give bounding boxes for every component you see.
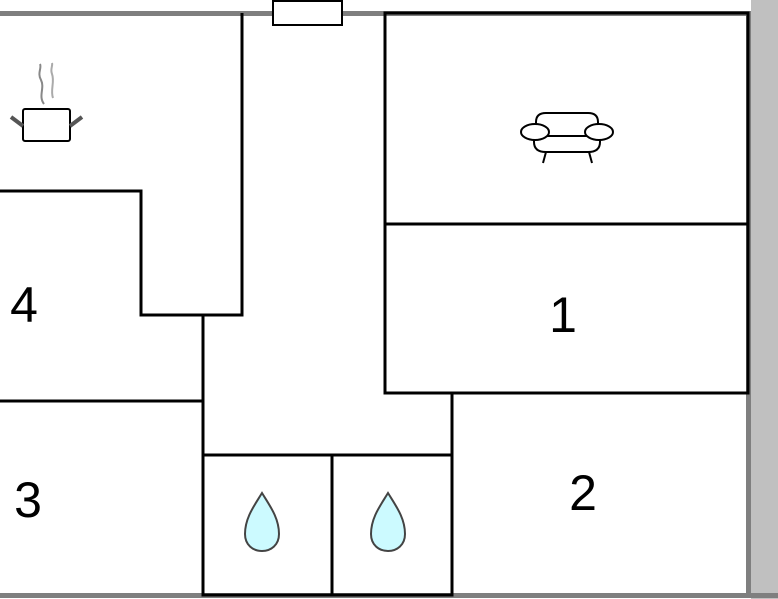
water-drop-icon — [243, 491, 281, 553]
exterior-area — [751, 0, 778, 599]
outer-wall-top — [0, 11, 751, 16]
room-2-label: 2 — [569, 465, 597, 521]
window — [272, 0, 343, 26]
interior-walls — [0, 11, 750, 597]
room-4-label: 4 — [10, 277, 38, 333]
cooking-pot-icon — [9, 62, 84, 142]
armchair-icon — [520, 112, 614, 164]
bathroom-block — [201, 453, 454, 597]
room-1-label: 1 — [549, 287, 577, 343]
room-3-label: 3 — [14, 472, 42, 528]
room-1-wall — [383, 222, 750, 395]
water-drop-icon — [369, 491, 407, 553]
kitchen-wall — [0, 13, 244, 317]
